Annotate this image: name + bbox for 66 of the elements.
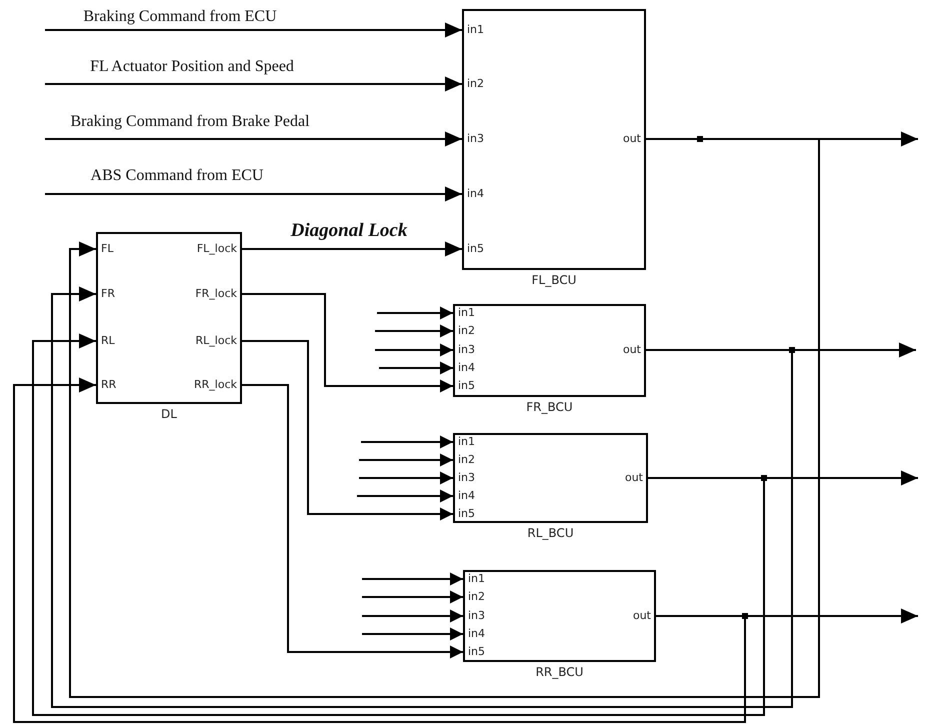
port-label: FL_lock — [196, 242, 237, 255]
port-label: in4 — [458, 489, 476, 502]
signal-arrow — [242, 242, 462, 256]
port-label: in1 — [458, 435, 476, 448]
signal-arrow — [362, 628, 463, 640]
port-label: RL_lock — [196, 334, 237, 347]
signal-arrow — [359, 472, 453, 484]
block-name: RR_BCU — [536, 665, 584, 679]
port-label: in3 — [467, 132, 484, 145]
port-label: RR_lock — [194, 378, 237, 391]
port-label: in3 — [458, 343, 476, 356]
edge-label: FL Actuator Position and Speed — [90, 58, 294, 76]
port-label: in2 — [468, 590, 486, 603]
signal-arrow — [242, 340, 453, 520]
port-label: FR — [101, 287, 115, 300]
port-label: in5 — [458, 507, 476, 520]
port-label: in4 — [467, 187, 484, 200]
port-label: FR_lock — [195, 287, 237, 300]
port-label: in1 — [468, 572, 486, 585]
block-name: FR_BCU — [526, 400, 573, 414]
port-label: in2 — [458, 324, 476, 337]
signal-arrow — [377, 306, 453, 320]
signal-arrow — [357, 490, 453, 502]
signal-arrow — [51, 286, 793, 708]
signal-arrow — [379, 362, 453, 374]
port-label: in1 — [458, 306, 476, 319]
signal-arrow — [375, 344, 453, 356]
port-label: in2 — [458, 453, 476, 466]
port-label: out — [624, 471, 643, 484]
port-label: out — [622, 132, 641, 145]
edge-label: Braking Command from Brake Pedal — [70, 113, 310, 131]
port-label: in2 — [467, 77, 484, 90]
signal-arrow — [45, 186, 462, 202]
signal-arrow — [45, 76, 462, 92]
signal-arrow — [13, 378, 746, 723]
signal-arrow — [45, 22, 462, 38]
edge-label: Diagonal Lock — [290, 220, 408, 242]
port-label: in4 — [468, 627, 486, 640]
block-name: DL — [161, 407, 177, 421]
signal-arrow — [242, 293, 453, 392]
signal-arrow — [69, 138, 820, 698]
port-label: FL — [101, 242, 114, 255]
port-label: in5 — [467, 242, 484, 255]
signal-arrow — [242, 384, 463, 658]
block-name: FL_BCU — [532, 273, 576, 287]
port-label: in1 — [467, 23, 484, 36]
edge-label: Braking Command from ECU — [83, 8, 277, 26]
signal-arrow — [375, 324, 453, 338]
port-label: in5 — [458, 379, 476, 392]
block-name: RL_BCU — [527, 526, 574, 540]
signal-arrow — [362, 572, 463, 586]
port-label: RL — [101, 334, 115, 347]
signal-arrow — [361, 436, 453, 448]
port-label: in5 — [468, 645, 486, 658]
port-label: RR — [101, 378, 116, 391]
port-label: in3 — [468, 609, 486, 622]
signal-arrow — [359, 454, 453, 466]
edge-label: ABS Command from ECU — [90, 167, 264, 185]
port-label: out — [632, 609, 651, 622]
signal-arrow — [362, 610, 463, 622]
port-label: in4 — [458, 361, 476, 374]
signal-arrow — [45, 132, 462, 146]
signal-arrow — [32, 334, 765, 716]
port-label: out — [622, 343, 641, 356]
port-label: in3 — [458, 471, 476, 484]
signal-arrow — [362, 590, 463, 604]
